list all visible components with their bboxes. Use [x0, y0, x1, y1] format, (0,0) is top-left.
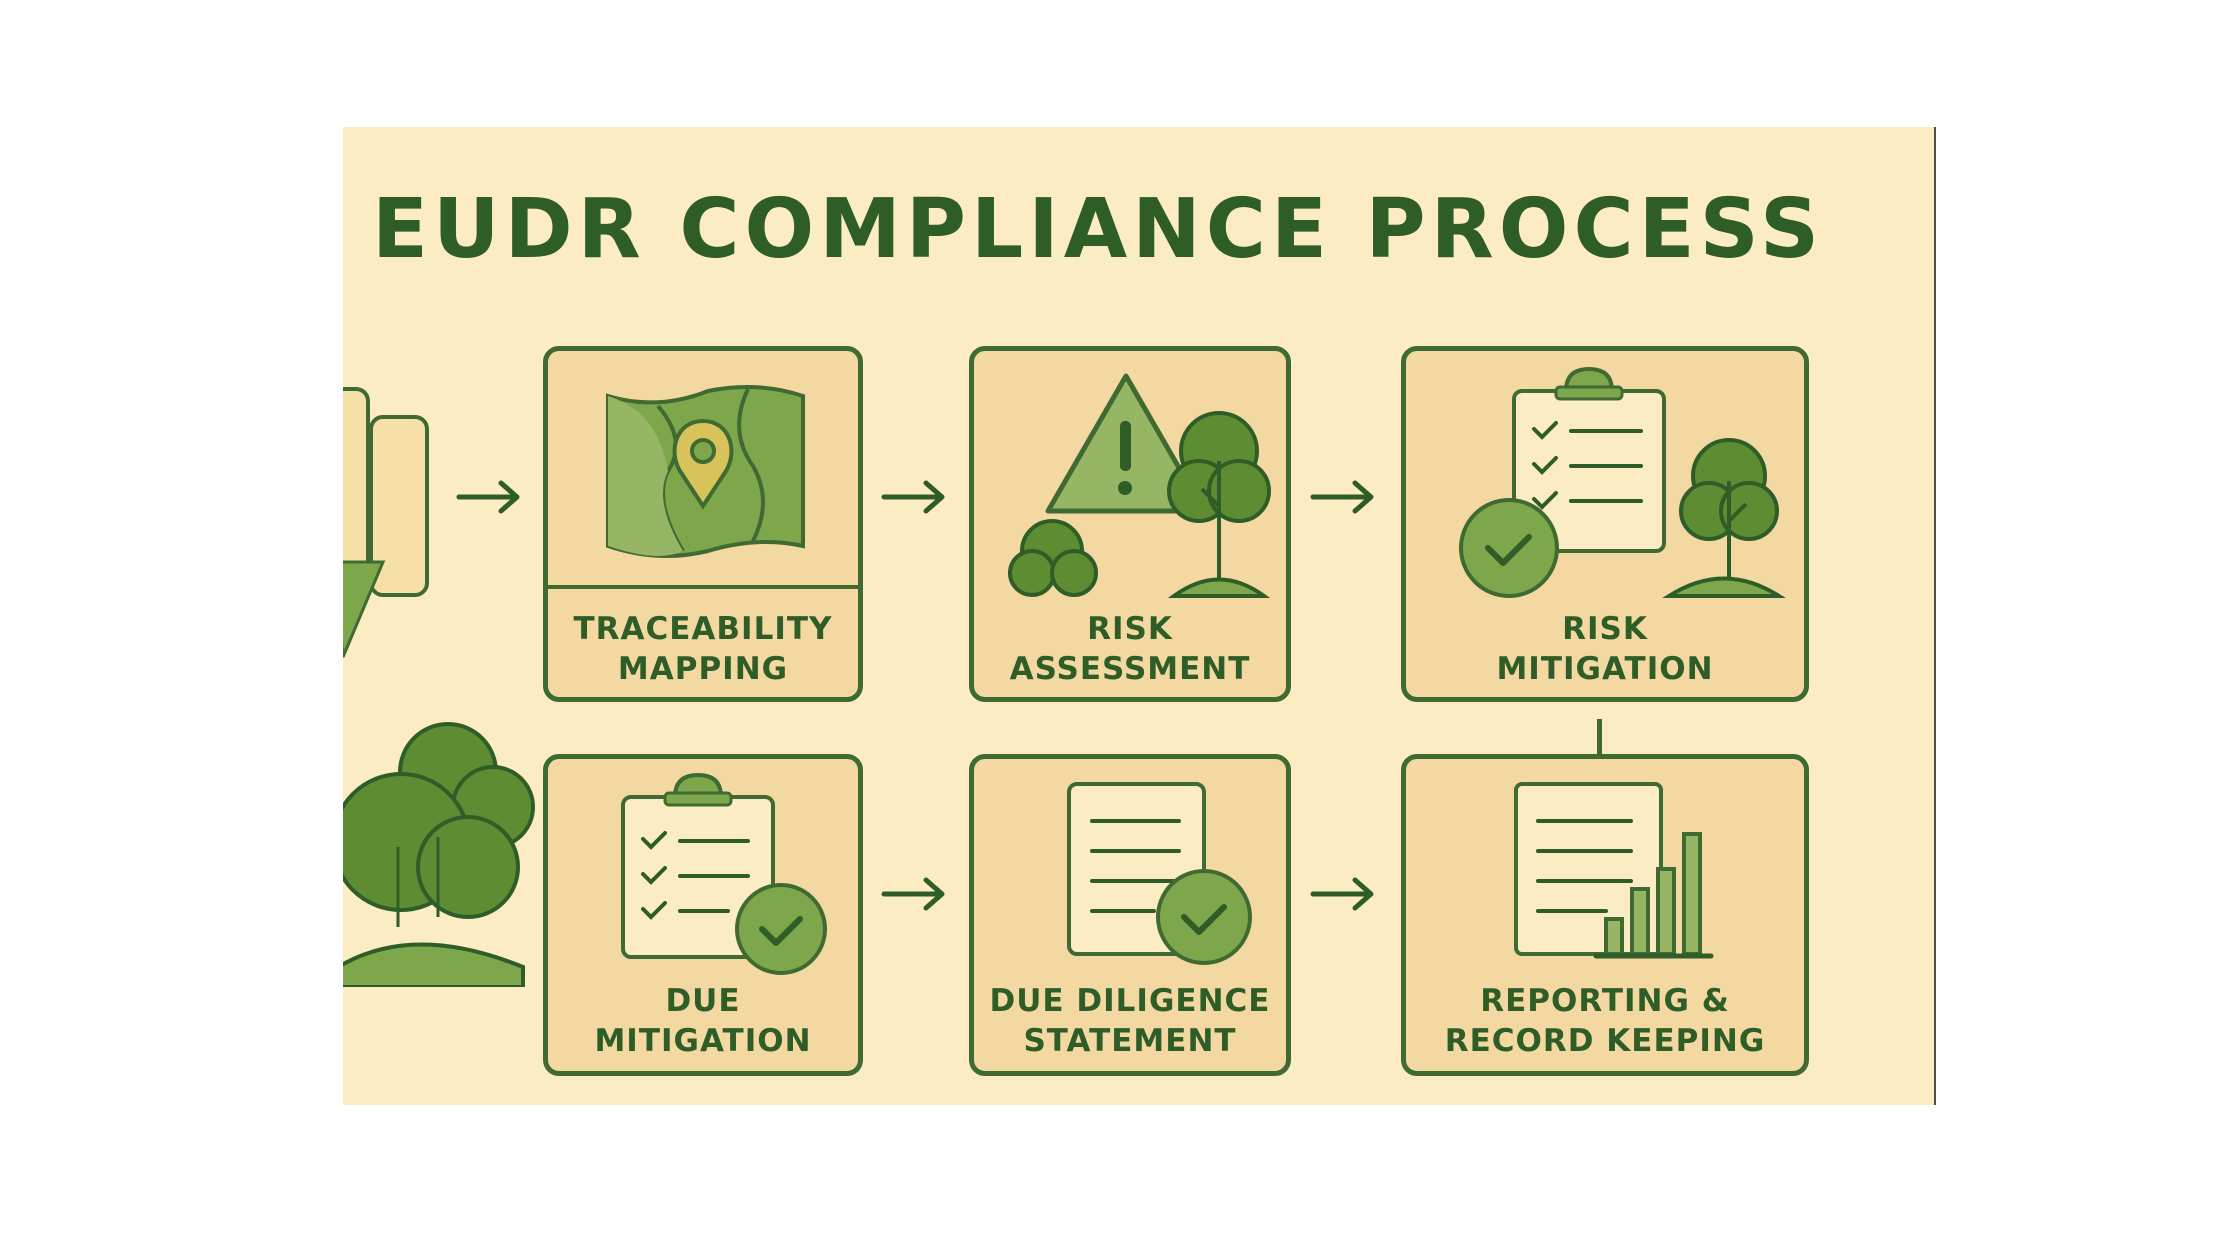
step-card-risk-mitigation: RISK MITIGATION	[1401, 346, 1809, 702]
step-card-reporting-record-keeping: REPORTING & RECORD KEEPING	[1401, 754, 1809, 1076]
report-chart-icon	[1514, 782, 1714, 959]
step-card-traceability-mapping: TRACEABILITY MAPPING	[543, 346, 863, 702]
diagram-title: EUDR COMPLIANCE PROCESS	[372, 182, 1825, 277]
document-check-icon	[1067, 782, 1252, 965]
vertical-connector	[1597, 719, 1602, 754]
step-card-due-diligence-statement: DUE DILIGENCE STATEMENT	[969, 754, 1291, 1076]
step-label: TRACEABILITY MAPPING	[573, 611, 833, 687]
diagram-panel: EUDR COMPLIANCE PROCESS	[343, 127, 1935, 1105]
step-label: RISK ASSESSMENT	[1009, 611, 1251, 687]
arrow-right-icon	[881, 877, 945, 911]
arrow-right-icon	[881, 480, 945, 514]
step-label: DUE DILIGENCE STATEMENT	[989, 983, 1271, 1059]
step-label: RISK MITIGATION	[1496, 611, 1714, 687]
step-card-risk-assessment: RISK ASSESSMENT	[969, 346, 1291, 702]
arrow-right-icon	[1310, 877, 1374, 911]
documents-bushes-illustration	[343, 387, 535, 987]
panel-edge-line	[1934, 127, 1936, 1105]
step-label: DUE MITIGATION	[594, 983, 812, 1059]
warning-triangle-icon	[1008, 373, 1271, 598]
step-card-due-mitigation: DUE MITIGATION	[543, 754, 863, 1076]
step-label: REPORTING & RECORD KEEPING	[1444, 983, 1766, 1059]
checklist-icon	[621, 772, 827, 975]
arrow-right-icon	[1310, 480, 1374, 514]
arrow-right-icon	[456, 480, 520, 514]
card-divider	[548, 585, 858, 589]
checklist-icon	[1459, 366, 1786, 598]
map-pin-icon	[606, 385, 805, 558]
